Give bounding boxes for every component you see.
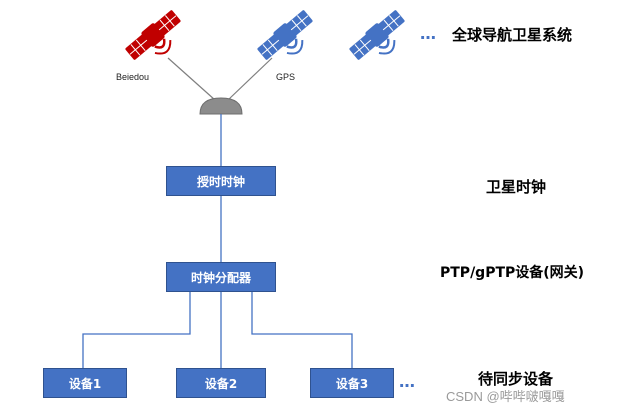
clock-distributor-box: 时钟分配器 bbox=[166, 262, 276, 292]
watermark: CSDN @哔哔啵嘎嘎 bbox=[446, 389, 565, 404]
satellites-more: … bbox=[420, 24, 437, 43]
gps-label: GPS bbox=[276, 72, 296, 82]
sync-devices-label: 待同步设备 bbox=[478, 370, 554, 388]
gps-link-line bbox=[227, 57, 273, 101]
gnss-system-label: 全球导航卫星系统 bbox=[452, 26, 573, 44]
device-1-box: 设备1 bbox=[43, 368, 127, 398]
device-2-box: 设备2 bbox=[176, 368, 266, 398]
devices-more: … bbox=[399, 372, 416, 391]
beidou-link-line bbox=[167, 57, 216, 101]
ptp-device-label: PTP/gPTP设备(网关) bbox=[440, 265, 585, 281]
device-3-box: 设备3 bbox=[310, 368, 394, 398]
gps-satellite-icon bbox=[254, 7, 324, 73]
satellite-clock-label: 卫星时钟 bbox=[486, 178, 547, 196]
timing-clock-box: 授时时钟 bbox=[166, 166, 276, 196]
satellite-icon bbox=[346, 7, 416, 73]
beidou-label: Beiedou bbox=[116, 72, 150, 82]
antenna-icon bbox=[199, 97, 243, 115]
beidou-satellite-icon bbox=[122, 7, 192, 73]
